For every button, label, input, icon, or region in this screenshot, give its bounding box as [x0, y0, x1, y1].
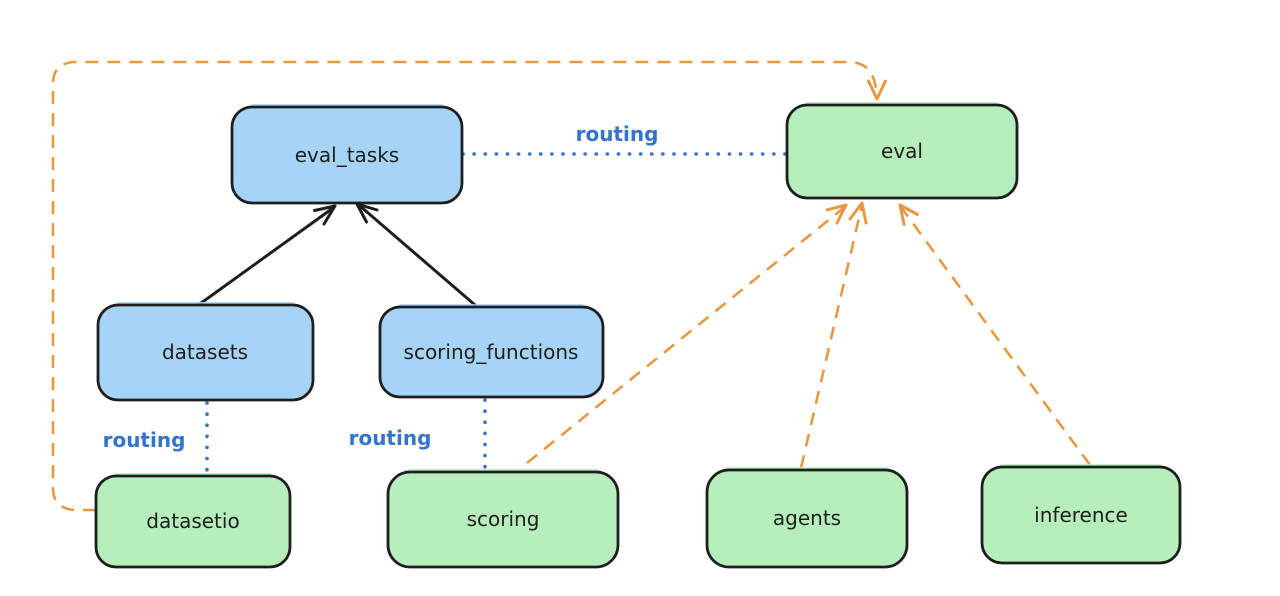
node-scoring-label: scoring	[467, 507, 540, 531]
node-datasets-label: datasets	[162, 340, 248, 364]
node-scoring-functions: scoring_functions	[378, 304, 605, 399]
node-eval-tasks-label: eval_tasks	[295, 143, 399, 167]
node-datasets: datasets	[96, 302, 315, 402]
arrowhead-datasets-to-eval-tasks	[313, 204, 337, 226]
node-datasetio-label: datasetio	[146, 509, 239, 533]
edge-datasets-to-eval-tasks	[195, 206, 335, 308]
node-scoring: scoring	[386, 469, 620, 569]
edge-scoring-to-eval	[526, 204, 847, 465]
node-eval-box	[785, 103, 1019, 200]
arrowhead-inference-to-eval	[898, 203, 919, 226]
routing-label-top: routing	[576, 122, 659, 146]
node-eval-label: eval	[881, 139, 923, 163]
node-eval-tasks: eval_tasks	[230, 104, 464, 205]
node-agents: agents	[705, 467, 909, 569]
arrowhead-agents-to-eval	[848, 201, 868, 225]
node-agents-label: agents	[773, 506, 841, 530]
routing-label-middle: routing	[349, 426, 432, 450]
node-inference: inference	[980, 464, 1182, 565]
node-datasetio-box	[94, 474, 292, 569]
arrowhead-datasetio-to-eval	[867, 79, 887, 101]
node-scoring-functions-box	[378, 305, 605, 399]
node-agents-box	[705, 468, 909, 569]
node-scoring-functions-label: scoring_functions	[404, 340, 579, 364]
node-inference-box	[980, 465, 1182, 565]
routing-label-left: routing	[103, 428, 186, 452]
node-inference-label: inference	[1034, 503, 1128, 527]
node-datasets-box	[96, 303, 315, 402]
edge-inference-to-eval	[899, 206, 1092, 466]
node-datasetio: datasetio	[94, 473, 292, 569]
node-eval-tasks-box	[230, 105, 464, 205]
node-eval: eval	[785, 102, 1019, 200]
edge-scoring-functions-to-eval-tasks	[358, 204, 477, 307]
arrowhead-scoring-to-eval	[825, 203, 848, 225]
node-scoring-box	[386, 470, 620, 569]
edge-agents-to-eval	[799, 204, 864, 469]
